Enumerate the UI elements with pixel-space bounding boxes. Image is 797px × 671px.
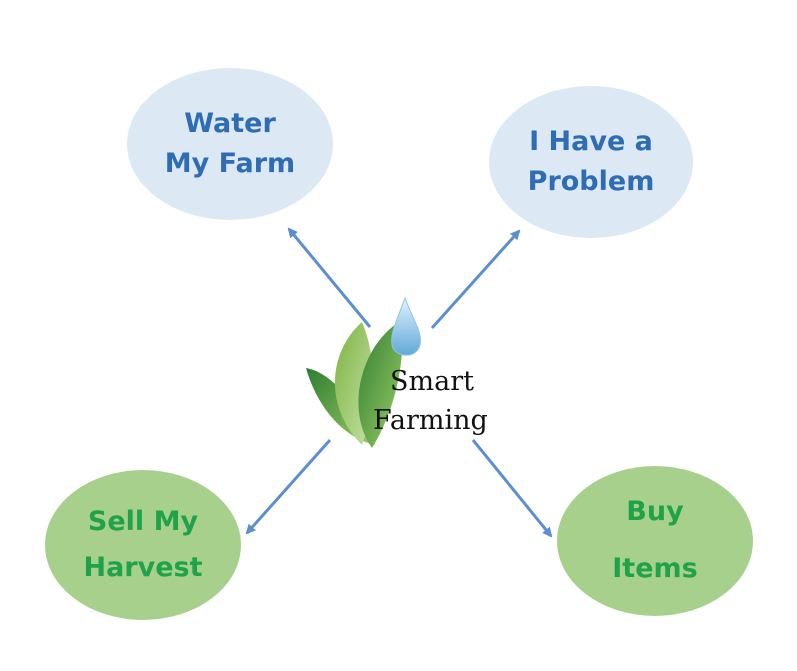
leaf-with-water-drop-icon	[306, 296, 422, 448]
logo-text-line2: Farming	[373, 405, 488, 436]
node-i-have-a-problem[interactable]: I Have a Problem	[489, 86, 693, 238]
node-buy-items[interactable]: Buy Items	[557, 466, 753, 616]
logo-text-line1: Smart	[390, 366, 474, 397]
arrow-to-problem	[430, 229, 521, 330]
arrow-to-water	[287, 227, 372, 328]
node-water-my-farm[interactable]: Water My Farm	[127, 68, 333, 220]
arrow-to-sell	[245, 439, 332, 535]
node-sell-my-harvest[interactable]: Sell My Harvest	[45, 470, 241, 620]
arrow-to-buy	[471, 439, 553, 538]
